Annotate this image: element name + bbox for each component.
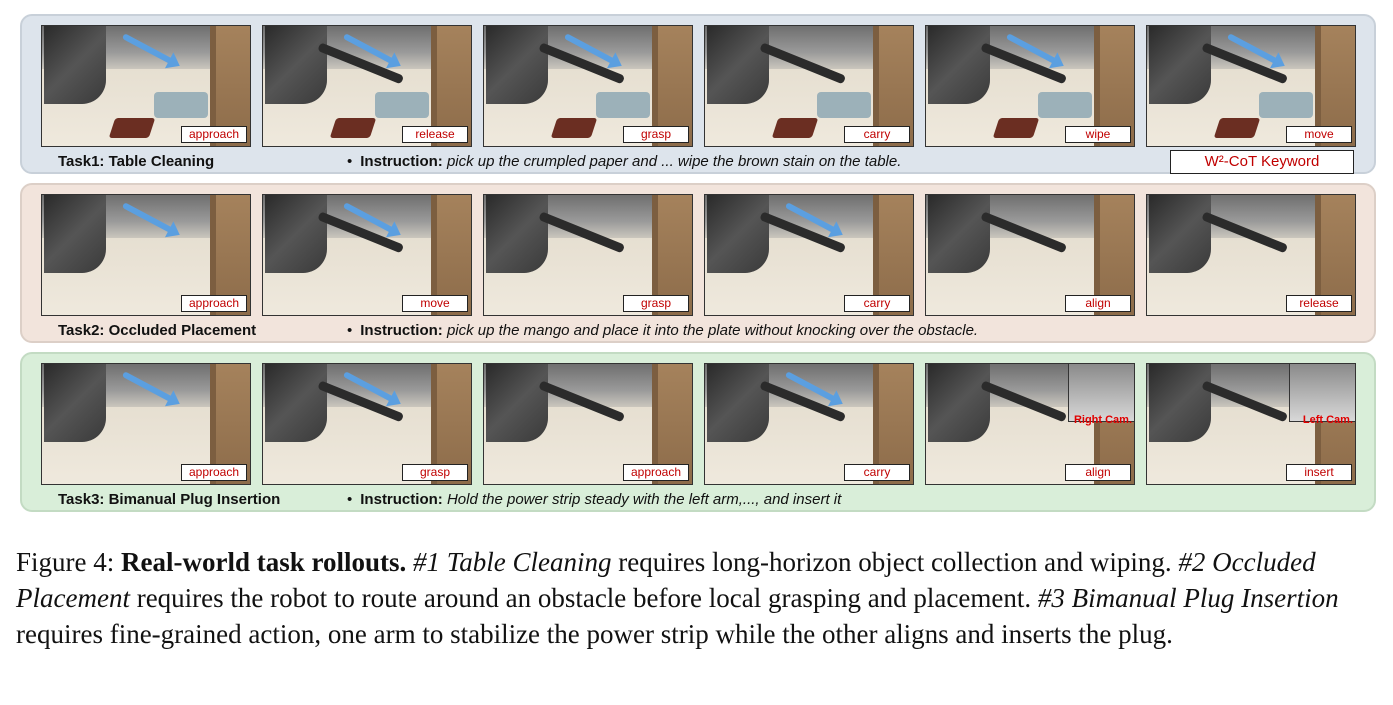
step-label: release (402, 126, 468, 143)
task-title: Task1: Table Cleaning (58, 153, 215, 170)
step-label: approach (181, 464, 247, 481)
step-label: grasp (623, 295, 689, 312)
task3-frame-4: carry (704, 363, 914, 485)
step-label: wipe (1065, 126, 1131, 143)
task2-panel: approach move grasp carry align release … (20, 183, 1376, 343)
task1-frame-1: approach (41, 25, 251, 147)
task3-frame-5: Right Cam. align (925, 363, 1135, 485)
task2-frame-1: approach (41, 194, 251, 316)
figure-caption: Figure 4: Real-world task rollouts. #1 T… (16, 547, 1339, 649)
step-label: align (1065, 464, 1131, 481)
camera-label: Right Cam. (1073, 414, 1132, 426)
task2-frames: approach move grasp carry align release (41, 194, 1357, 316)
task1-frame-2: release (262, 25, 472, 147)
task-title: Task2: Occluded Placement (58, 322, 257, 339)
step-label: carry (844, 295, 910, 312)
step-label: align (1065, 295, 1131, 312)
motion-arrow-icon (121, 371, 175, 403)
step-label: carry (844, 126, 910, 143)
step-label: release (1286, 295, 1352, 312)
step-label: grasp (402, 464, 468, 481)
task2-frame-3: grasp (483, 194, 693, 316)
task3-panel: approach grasp approach carry Right Cam.… (20, 352, 1376, 512)
camera-inset (1289, 364, 1355, 422)
step-label: carry (844, 464, 910, 481)
bullet-icon: • (347, 491, 353, 508)
task3-frames: approach grasp approach carry Right Cam.… (41, 363, 1357, 485)
task1-frame-3: grasp (483, 25, 693, 147)
task1-frame-6: move (1146, 25, 1356, 147)
motion-arrow-icon (121, 33, 175, 65)
task2-frame-6: release (1146, 194, 1356, 316)
task-instruction: •Instruction: pick up the mango and plac… (347, 322, 979, 339)
step-label: grasp (623, 126, 689, 143)
step-label: approach (623, 464, 689, 481)
task3-frame-6: Left Cam. insert (1146, 363, 1356, 485)
step-label: move (1286, 126, 1352, 143)
task3-frame-1: approach (41, 363, 251, 485)
task1-panel: approach release grasp carry wipe move T… (20, 14, 1376, 174)
task3-frame-2: grasp (262, 363, 472, 485)
task-instruction: •Instruction: pick up the crumpled paper… (347, 153, 902, 170)
task1-frame-5: wipe (925, 25, 1135, 147)
step-label: move (402, 295, 468, 312)
task2-frame-4: carry (704, 194, 914, 316)
task-instruction: •Instruction: Hold the power strip stead… (347, 491, 842, 508)
bullet-icon: • (347, 322, 353, 339)
camera-label: Left Cam. (1302, 414, 1353, 426)
step-label: insert (1286, 464, 1352, 481)
task1-frame-4: carry (704, 25, 914, 147)
step-label: approach (181, 295, 247, 312)
bullet-icon: • (347, 153, 353, 170)
task3-frame-3: approach (483, 363, 693, 485)
caption-title: Real-world task rollouts. (121, 547, 407, 577)
task2-frame-2: move (262, 194, 472, 316)
keyword-legend: W²-CoT Keyword (1170, 150, 1354, 174)
camera-inset (1068, 364, 1134, 422)
task-title: Task3: Bimanual Plug Insertion (58, 491, 281, 508)
task1-frames: approach release grasp carry wipe move (41, 25, 1357, 147)
step-label: approach (181, 126, 247, 143)
task2-frame-5: align (925, 194, 1135, 316)
motion-arrow-icon (121, 202, 175, 234)
